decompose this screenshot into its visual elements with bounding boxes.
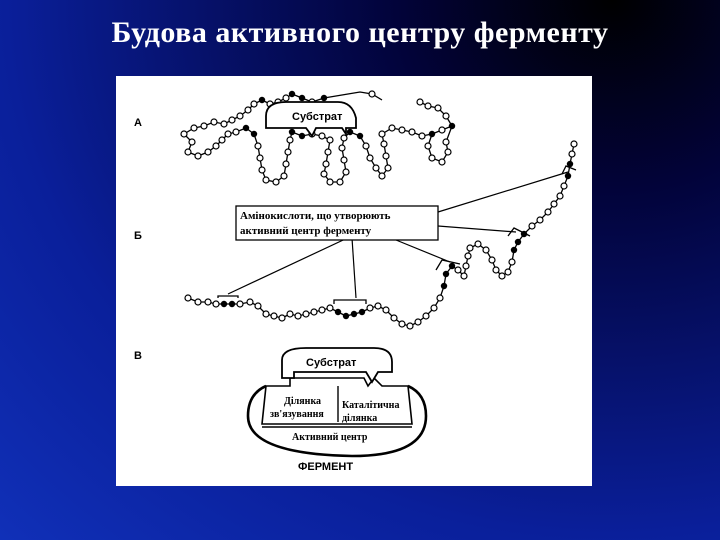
panel-label-c: В xyxy=(134,350,142,362)
substrate-label-a: Субстрат xyxy=(292,111,343,123)
panel-label-b: Б xyxy=(134,230,142,242)
amino-acid-callout: Амінокислоти, що утворюють активний цент… xyxy=(227,171,569,299)
enzyme-schematic: Субстрат Ділянка зв'язування Каталітична… xyxy=(246,347,428,473)
substrate-a: Субстрат xyxy=(265,101,357,138)
enzyme-diagram: А Б В xyxy=(134,90,578,473)
binding-site-line1: Ділянка xyxy=(284,396,321,407)
binding-site-line2: зв'язування xyxy=(270,409,324,420)
callout-line1: Амінокислоти, що утворюють xyxy=(240,210,391,222)
enzyme-diagram-panel: А Б В xyxy=(116,76,592,486)
substrate-c xyxy=(281,347,393,384)
enzyme-label: ФЕРМЕНТ xyxy=(298,461,353,473)
slide-title: Будова активного центру ферменту xyxy=(111,16,609,49)
substrate-label-c: Субстрат xyxy=(306,357,357,369)
active-center-label: Активний центр xyxy=(292,432,368,443)
callout-line2: активний центр ферменту xyxy=(240,225,372,237)
panel-label-a: А xyxy=(134,117,142,129)
catalytic-site-line2: ділянка xyxy=(342,413,377,424)
catalytic-site-line1: Каталітична xyxy=(342,400,399,411)
unfolded-protein-chain xyxy=(184,140,578,330)
